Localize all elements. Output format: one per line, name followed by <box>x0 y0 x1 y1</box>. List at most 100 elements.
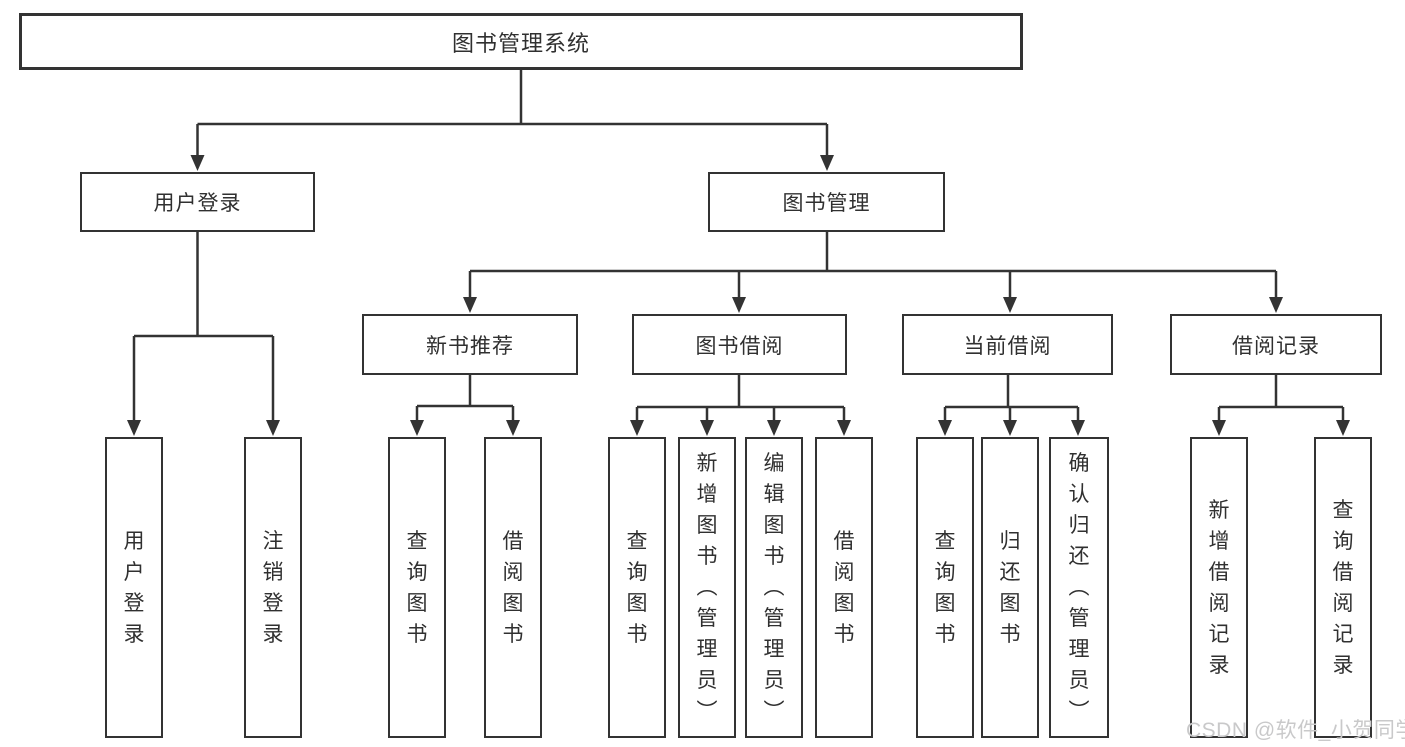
connector-records-to-leaves <box>1217 375 1345 421</box>
watermark: CSDN @软件_小贺同学 <box>1186 719 1405 742</box>
node-book-borrowing: 图书借阅 <box>632 314 847 375</box>
node-root-label: 图书管理系统 <box>451 30 590 56</box>
vertical-char: 阅 <box>1208 591 1230 615</box>
node-user-login: 用户登录 <box>80 172 315 232</box>
vertical-char: 员 <box>696 669 718 692</box>
arrow-down-icon <box>837 420 851 436</box>
vertical-char: 阅 <box>1332 591 1354 615</box>
vertical-char: 理 <box>763 638 785 661</box>
vertical-char: 书 <box>502 622 524 646</box>
vertical-char: 编 <box>763 452 785 475</box>
vertical-char: 书 <box>999 622 1021 646</box>
vertical-char: 查 <box>406 529 428 553</box>
vertical-char: 借 <box>1208 560 1230 584</box>
arrow-down-icon <box>700 420 714 436</box>
vertical-char: 员 <box>1068 669 1090 692</box>
connector-borrowing-to-leaves <box>635 375 846 421</box>
vertical-char: ︶ <box>1068 700 1090 723</box>
arrow-down-icon <box>1336 420 1350 436</box>
vertical-char: 图 <box>406 591 428 615</box>
vertical-char: 查 <box>1332 498 1354 522</box>
vertical-char: 员 <box>763 669 785 692</box>
node-user-login-label: 用户登录 <box>153 192 242 215</box>
arrow-down-icon <box>410 420 424 436</box>
arrow-down-icon <box>1071 420 1085 436</box>
connector-current-to-leaves <box>943 375 1080 421</box>
vertical-char: 确 <box>1068 452 1090 475</box>
arrow-down-icon <box>266 420 280 436</box>
vertical-char: 记 <box>1208 622 1230 646</box>
leaf-query-books-borrowing: 查询图书 <box>608 437 666 738</box>
leaf-return-books: 归还图书 <box>981 437 1039 738</box>
vertical-char: 还 <box>999 560 1021 584</box>
vertical-char: 询 <box>934 560 956 584</box>
arrow-down-icon <box>463 297 477 313</box>
vertical-char: 书 <box>406 622 428 646</box>
vertical-char: 归 <box>999 529 1021 553</box>
vertical-char: ︵ <box>696 576 718 599</box>
arrow-down-icon <box>1212 420 1226 436</box>
vertical-char: 书 <box>696 545 718 568</box>
arrow-down-icon <box>820 155 834 171</box>
vertical-char: 辑 <box>763 483 785 506</box>
vertical-char: 销 <box>262 560 284 584</box>
arrow-down-icon <box>767 420 781 436</box>
vertical-char: 书 <box>763 545 785 568</box>
node-book-management-label: 图书管理 <box>782 192 871 215</box>
vertical-char: 询 <box>406 560 428 584</box>
arrow-down-icon <box>1269 297 1283 313</box>
arrow-down-icon <box>1003 420 1017 436</box>
vertical-char: 录 <box>1208 653 1230 677</box>
arrow-down-icon <box>630 420 644 436</box>
arrow-down-icon <box>1003 297 1017 313</box>
vertical-char: ︵ <box>763 576 785 599</box>
vertical-char: 录 <box>123 622 145 646</box>
vertical-char: 借 <box>833 529 855 553</box>
vertical-char: 户 <box>123 560 145 584</box>
arrow-down-icon <box>506 420 520 436</box>
arrow-down-icon <box>732 297 746 313</box>
leaf-add-books-admin: 新增图书︵管理员︶ <box>678 437 736 738</box>
vertical-char: 书 <box>626 622 648 646</box>
node-book-borrowing-label: 图书借阅 <box>695 334 784 358</box>
vertical-char: 理 <box>696 638 718 661</box>
leaf-confirm-return-admin: 确认归还︵管理员︶ <box>1049 437 1109 738</box>
leaf-logout-login: 注销登录 <box>244 437 302 738</box>
vertical-char: 归 <box>1068 514 1090 537</box>
vertical-char: ︶ <box>696 700 718 723</box>
vertical-char: 书 <box>833 622 855 646</box>
leaf-add-borrow-record: 新增借阅记录 <box>1190 437 1248 738</box>
vertical-char: 阅 <box>833 560 855 584</box>
vertical-char: 借 <box>1332 560 1354 584</box>
arrow-down-icon <box>938 420 952 436</box>
arrow-down-icon <box>190 155 205 171</box>
vertical-char: 管 <box>1068 607 1090 630</box>
vertical-char: 录 <box>1332 653 1354 677</box>
vertical-char: 录 <box>262 622 284 646</box>
vertical-char: 图 <box>626 591 648 615</box>
leaf-query-books-recommend: 查询图书 <box>388 437 446 738</box>
vertical-char: 管 <box>763 607 785 630</box>
leaf-borrow-books-recommend: 借阅图书 <box>484 437 542 738</box>
vertical-char: 理 <box>1068 638 1090 661</box>
arrow-down-icon <box>127 420 141 436</box>
vertical-char: 新 <box>1208 498 1230 522</box>
node-borrowing-records: 借阅记录 <box>1170 314 1382 375</box>
node-current-borrowing: 当前借阅 <box>902 314 1113 375</box>
vertical-char: 还 <box>1068 545 1090 568</box>
node-borrowing-records-label: 借阅记录 <box>1232 334 1320 358</box>
vertical-char: 用 <box>123 529 145 553</box>
vertical-char: 图 <box>999 591 1021 615</box>
vertical-char: 图 <box>934 591 956 615</box>
vertical-char: ︶ <box>763 700 785 723</box>
vertical-char: 新 <box>696 452 718 475</box>
vertical-char: 图 <box>696 514 718 537</box>
vertical-char: 询 <box>626 560 648 584</box>
vertical-char: 询 <box>1332 529 1354 553</box>
leaf-edit-books-admin: 编辑图书︵管理员︶ <box>745 437 803 738</box>
vertical-char: 登 <box>123 591 145 615</box>
node-root: 图书管理系统 <box>19 13 1023 70</box>
vertical-char: 记 <box>1332 622 1354 646</box>
vertical-char: 增 <box>1208 529 1230 553</box>
leaf-query-borrow-record: 查询借阅记录 <box>1314 437 1372 738</box>
